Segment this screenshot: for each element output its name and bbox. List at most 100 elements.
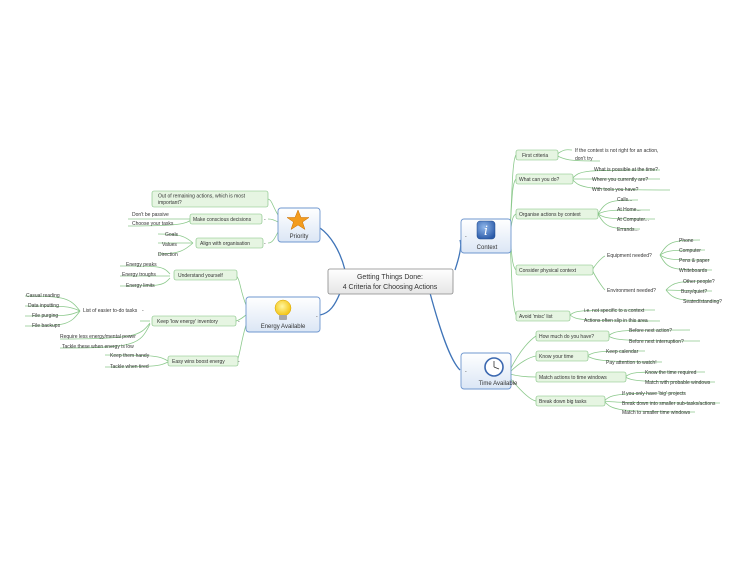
svg-text:Know your time: Know your time [539, 354, 574, 360]
subtopic-inventory[interactable]: Keep 'low energy' inventory - [151, 315, 240, 327]
svg-text:Out of remaining actions, whic: Out of remaining actions, which is most [158, 194, 246, 200]
svg-text:Break down big tasks: Break down big tasks [539, 399, 587, 405]
leaf-list-easier: List of easier to-do tasks [83, 308, 138, 314]
collapse-icon[interactable]: - [465, 369, 467, 375]
svg-text:How much do you have?: How much do you have? [539, 334, 594, 340]
connector-time [429, 292, 461, 371]
svg-text:Avoid 'misc' list: Avoid 'misc' list [519, 314, 553, 320]
root-title-line2: 4 Criteria for Choosing Actions [343, 284, 438, 291]
lightbulb-icon [274, 299, 292, 320]
subtopic-what-can-you-do[interactable]: What can you do? [515, 173, 574, 185]
leaf-goals: Goals [165, 232, 179, 238]
leaf-with-tools: With tools you have? [592, 187, 639, 193]
leaf-dont-be-passive: Don't be passive [132, 212, 169, 218]
leaf-file-purging: File purging [32, 313, 58, 319]
leaf-energy-troughs: Energy troughs [122, 272, 156, 278]
leaf-busy-quiet: Busy/quiet? [681, 289, 707, 295]
subtopic-match-actions[interactable]: Match actions to time windows [535, 371, 627, 383]
leaf-keep-calendar: Keep calendar [606, 349, 639, 355]
leaf-environment: Environment needed? [607, 288, 656, 294]
topic-priority-label: Priority [290, 234, 309, 240]
leaf-casual-reading: Casual reading [26, 293, 60, 299]
leaf-if-context-1: If the context is not right for an actio… [575, 148, 658, 154]
leaf-ie-not-specific: i.e. not specific to a context [584, 308, 645, 314]
topic-priority[interactable]: Priority [277, 207, 321, 243]
subtopic-easy-wins[interactable]: Easy wins boost energy - [167, 355, 240, 367]
leaf-keep-handy: Keep them handy [110, 353, 150, 359]
collapse-icon[interactable]: - [465, 234, 467, 240]
leaf-values: Values [162, 242, 177, 248]
subtopic-avoid-misc[interactable]: Avoid 'misc' list [515, 310, 571, 322]
connector-priority [319, 227, 346, 271]
leaf-before-next-interruption: Before next interruption? [629, 339, 684, 345]
collapse-icon[interactable]: - [238, 359, 240, 365]
subtopic-organise[interactable]: Organise actions by context [515, 208, 599, 220]
leaf-pay-attention: Pay attention to watch! [606, 360, 657, 366]
leaf-where-are-you: Where you currently are? [592, 177, 648, 183]
leaf-match-smaller: Match to smaller time windows [622, 410, 691, 416]
svg-text:Keep 'low energy' inventory: Keep 'low energy' inventory [157, 319, 218, 325]
topic-context-label: Context [477, 245, 498, 251]
leaf-at-computer: At Computer... [617, 217, 649, 223]
svg-text:i: i [484, 224, 488, 239]
subtopic-out-of-remaining[interactable]: Out of remaining actions, which is most … [151, 190, 269, 208]
topic-energy[interactable]: Energy Available - [245, 296, 321, 333]
topic-time-label: Time Available [479, 381, 518, 387]
leaf-tackle-low: Tackle these when energy is low [62, 344, 134, 350]
leaf-choose-tasks: Choose your tasks [132, 221, 174, 227]
connector-context [454, 239, 462, 271]
leaf-match-probable: Match with probable windows [645, 380, 711, 386]
subtopic-how-much[interactable]: How much do you have? [535, 330, 610, 342]
leaf-calls: Calls... [617, 197, 632, 203]
subtopic-understand[interactable]: Understand yourself [173, 269, 238, 281]
leaf-computer: Computer [679, 248, 701, 254]
clock-icon [484, 357, 504, 377]
svg-text:Organise actions by context: Organise actions by context [519, 212, 581, 218]
connector-energy [319, 292, 341, 316]
svg-text:Make conscious decisions: Make conscious decisions [193, 217, 252, 223]
subtopic-break-down[interactable]: Break down big tasks [535, 395, 606, 407]
subtopic-know-your-time[interactable]: Know your time [535, 350, 589, 362]
leaf-before-next-action: Before next action? [629, 328, 672, 334]
leaf-data-inputting: Data inputting [28, 303, 59, 309]
leaf-direction: Direction [158, 252, 178, 258]
svg-text:Easy wins boost energy: Easy wins boost energy [172, 359, 225, 365]
leaf-whiteboards: Whiteboards [679, 268, 708, 274]
topic-time[interactable]: Time Available - [460, 352, 518, 390]
root-title-line1: Getting Things Done: [357, 274, 423, 281]
collapse-icon[interactable]: - [238, 319, 240, 325]
leaf-errands: Errands... [617, 227, 639, 233]
leaf-seated: Seated/standing? [683, 299, 722, 305]
leaf-equipment: Equipment needed? [607, 253, 652, 259]
leaf-tackle-tired: Tackle when tired [110, 364, 149, 370]
subtopic-make-conscious[interactable]: Make conscious decisions - [189, 213, 266, 225]
leaf-file-backups: File backups [32, 323, 61, 329]
collapse-icon[interactable]: - [316, 314, 318, 320]
subtopic-consider-physical[interactable]: Consider physical context [515, 264, 594, 276]
collapse-icon[interactable]: - [264, 241, 266, 247]
leaf-energy-limits: Energy limits [126, 283, 155, 289]
leaf-break-into: Break down into smaller sub-tasks/action… [622, 401, 716, 407]
svg-text:First criteria: First criteria [522, 153, 548, 159]
leaf-if-only-big: If you only have 'big' projects [622, 391, 686, 397]
svg-text:Consider physical context: Consider physical context [519, 268, 577, 274]
svg-text:important?: important? [158, 200, 182, 206]
subtopic-first-criteria[interactable]: First criteria [515, 149, 559, 161]
leaf-other-people: Other people? [683, 279, 715, 285]
topic-context[interactable]: i Context - [460, 218, 512, 254]
collapse-icon[interactable]: - [142, 308, 144, 314]
subtopic-align[interactable]: Align with organisation - [195, 237, 266, 249]
main-connectors [319, 227, 462, 371]
leaf-phone: Phone [679, 238, 694, 244]
leaf-actions-slip: Actions often slip in this area [584, 318, 648, 324]
leaf-at-home: At Home... [617, 207, 641, 213]
leaf-pens: Pens & paper [679, 258, 710, 264]
collapse-icon[interactable]: - [264, 217, 266, 223]
root-topic[interactable]: Getting Things Done: 4 Criteria for Choo… [327, 268, 454, 295]
topic-energy-label: Energy Available [261, 324, 306, 330]
leaf-what-possible: What is possible at the time? [594, 167, 658, 173]
leaf-require-less: Require less energy/mental power [60, 334, 136, 340]
svg-text:Align with organisation: Align with organisation [200, 241, 250, 247]
leaf-energy-peaks: Energy peaks [126, 262, 157, 268]
